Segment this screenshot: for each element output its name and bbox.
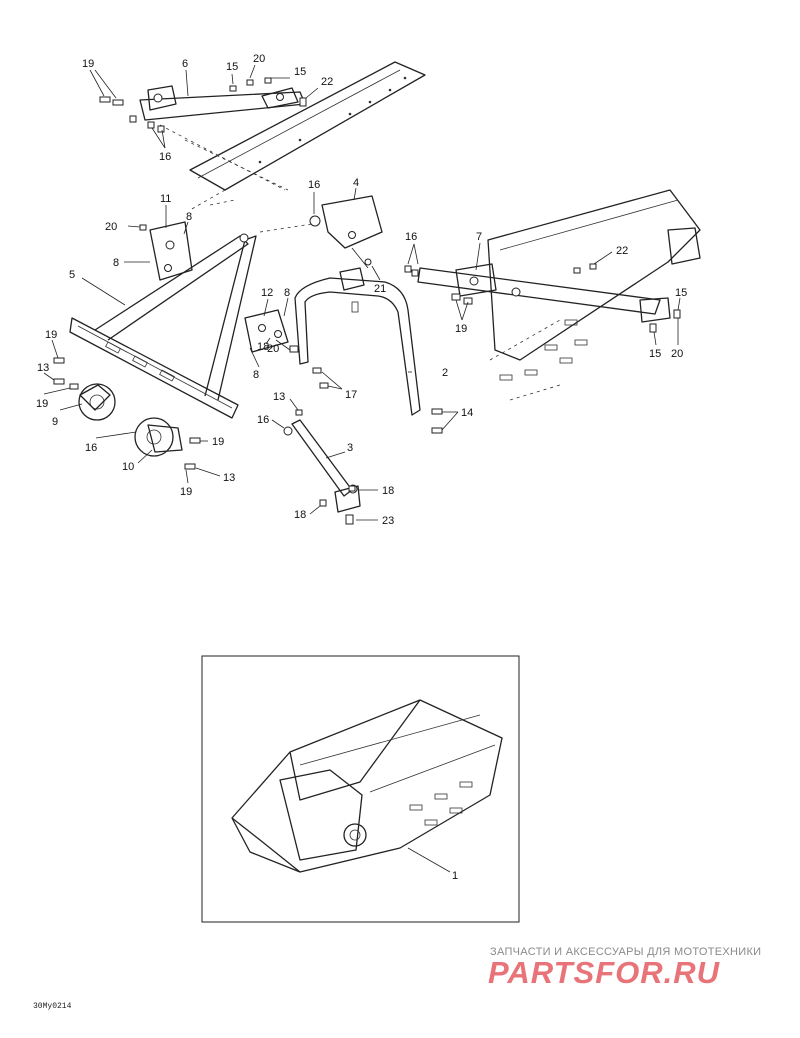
- tunnel-rail-top: [189, 61, 426, 211]
- callout-22: 22: [321, 76, 333, 88]
- callout-labels: 19 6 15 20 15 22 16 16 4 11 20 8 8 5 21 …: [36, 53, 687, 882]
- part-1-chassis: [231, 699, 503, 873]
- callout-12: 12: [261, 287, 273, 299]
- callout-16: 16: [257, 414, 269, 426]
- callout-22: 22: [616, 245, 628, 257]
- right-hardware: [404, 263, 681, 333]
- part-5-front-cross-member: [69, 233, 257, 419]
- callout-15: 15: [649, 348, 661, 360]
- callout-21: 21: [374, 283, 386, 295]
- middle-hardware: [53, 224, 443, 507]
- leader-dashes-middle: [184, 139, 313, 233]
- callout-13: 13: [37, 362, 49, 374]
- callout-19: 19: [212, 436, 224, 448]
- callout-8: 8: [253, 369, 259, 381]
- part-9-10-bearing-housings: [78, 383, 183, 457]
- callout-11: 11: [160, 193, 171, 205]
- callout-8: 8: [284, 287, 290, 299]
- callout-4: 4: [353, 177, 359, 189]
- part-7-front-cross-member: [417, 263, 671, 323]
- callout-15: 15: [226, 61, 238, 73]
- callout-16: 16: [308, 179, 320, 191]
- part-6-rear-cross-member: [139, 85, 306, 191]
- callout-3: 3: [347, 442, 353, 454]
- callout-19: 19: [455, 323, 467, 335]
- callout-23: 23: [382, 515, 394, 527]
- callout-9: 9: [52, 416, 58, 428]
- callout-2: 2: [442, 367, 448, 379]
- part-12-lower-bracket: [244, 309, 289, 353]
- part-11-upper-bracket: [149, 221, 193, 281]
- top-hardware: [99, 77, 307, 133]
- tunnel-rail-right: [487, 189, 701, 401]
- callout-6: 6: [182, 58, 188, 70]
- callout-5: 5: [69, 269, 75, 281]
- callout-18: 18: [257, 341, 269, 353]
- inset-frame: [201, 655, 520, 923]
- callout-7: 7: [476, 231, 482, 243]
- callout-18: 18: [294, 509, 306, 521]
- callout-15: 15: [675, 287, 687, 299]
- callout-13: 13: [223, 472, 235, 484]
- callout-8: 8: [113, 257, 119, 269]
- callout-10: 10: [122, 461, 134, 473]
- drawing-code: 30My0214: [33, 1002, 72, 1011]
- callout-19: 19: [45, 329, 57, 341]
- watermark-logo: PARTSFOR.RU: [488, 955, 721, 990]
- callout-16: 16: [85, 442, 97, 454]
- callout-20: 20: [105, 221, 117, 233]
- callout-15: 15: [294, 66, 306, 78]
- callout-19: 19: [180, 486, 192, 498]
- callout-17: 17: [345, 389, 357, 401]
- callout-8: 8: [186, 211, 192, 223]
- callout-20: 20: [671, 348, 683, 360]
- callout-20: 20: [253, 53, 265, 65]
- callout-18: 18: [382, 485, 394, 497]
- watermark-tagline: ЗАПЧАСТИ И АКСЕССУАРЫ ДЛЯ МОТОТЕХНИКИ: [490, 946, 762, 958]
- callout-19: 19: [36, 398, 48, 410]
- callout-14: 14: [461, 407, 473, 419]
- part-2-pyramid-column: [294, 267, 421, 416]
- callout-16: 16: [405, 231, 417, 243]
- callout-20: 20: [267, 343, 279, 355]
- callout-19: 19: [82, 58, 94, 70]
- part-4-upper-column-bracket: [309, 195, 383, 269]
- callout-16: 16: [159, 151, 171, 163]
- leader-lines: [43, 64, 681, 873]
- callout-1: 1: [452, 870, 458, 882]
- callout-13: 13: [273, 391, 285, 403]
